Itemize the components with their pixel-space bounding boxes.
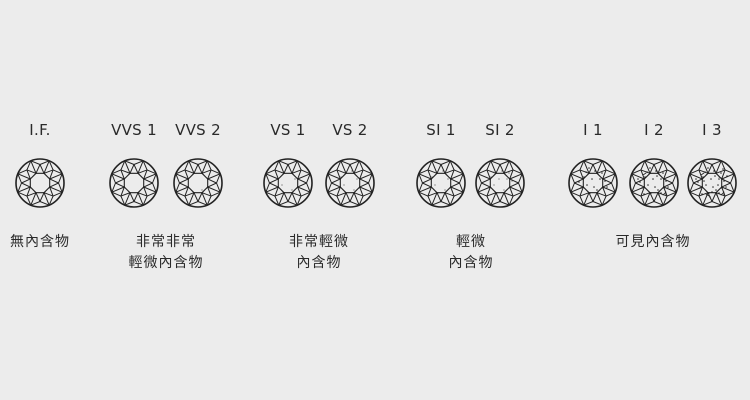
diamond-vs1-icon [262, 157, 314, 209]
group-desc-line: 可見內含物 [615, 234, 691, 250]
diamond-i2-icon [628, 157, 680, 209]
group-desc-included: 可見內含物 [583, 232, 723, 253]
group-desc-line: 輕微 [456, 234, 486, 250]
group-desc-line: 無內含物 [10, 234, 70, 250]
group-desc-flawless: 無內含物 [0, 232, 110, 253]
diamond-vs2-icon [324, 157, 376, 209]
group-desc-line: 非常非常 [136, 234, 196, 250]
group-desc-line: 輕微內含物 [128, 255, 204, 271]
grade-label-vs1: VS 1 [270, 121, 306, 139]
diamond-if-icon [14, 157, 66, 209]
grade-label-vvs1: VVS 1 [111, 121, 157, 139]
diamond-i1-icon [567, 157, 619, 209]
diamond-vvs2-icon [172, 157, 224, 209]
grade-label-if: I.F. [29, 121, 51, 139]
grade-label-i2: I 2 [644, 121, 664, 139]
grade-label-si1: SI 1 [426, 121, 456, 139]
grade-label-i1: I 1 [583, 121, 603, 139]
group-desc-line: 非常輕微 [289, 234, 349, 250]
grade-label-vvs2: VVS 2 [175, 121, 221, 139]
diamond-si2-icon [474, 157, 526, 209]
group-desc-vs: 非常輕微 內含物 [249, 232, 389, 274]
diamond-i3-icon [686, 157, 738, 209]
group-desc-line: 內含物 [296, 255, 342, 271]
group-desc-line: 內含物 [448, 255, 494, 271]
group-desc-vvs: 非常非常 輕微內含物 [96, 232, 236, 274]
grade-label-si2: SI 2 [485, 121, 515, 139]
grade-label-i3: I 3 [702, 121, 722, 139]
diamond-si1-icon [415, 157, 467, 209]
grade-label-vs2: VS 2 [332, 121, 368, 139]
group-desc-si: 輕微 內含物 [401, 232, 541, 274]
diamond-vvs1-icon [108, 157, 160, 209]
